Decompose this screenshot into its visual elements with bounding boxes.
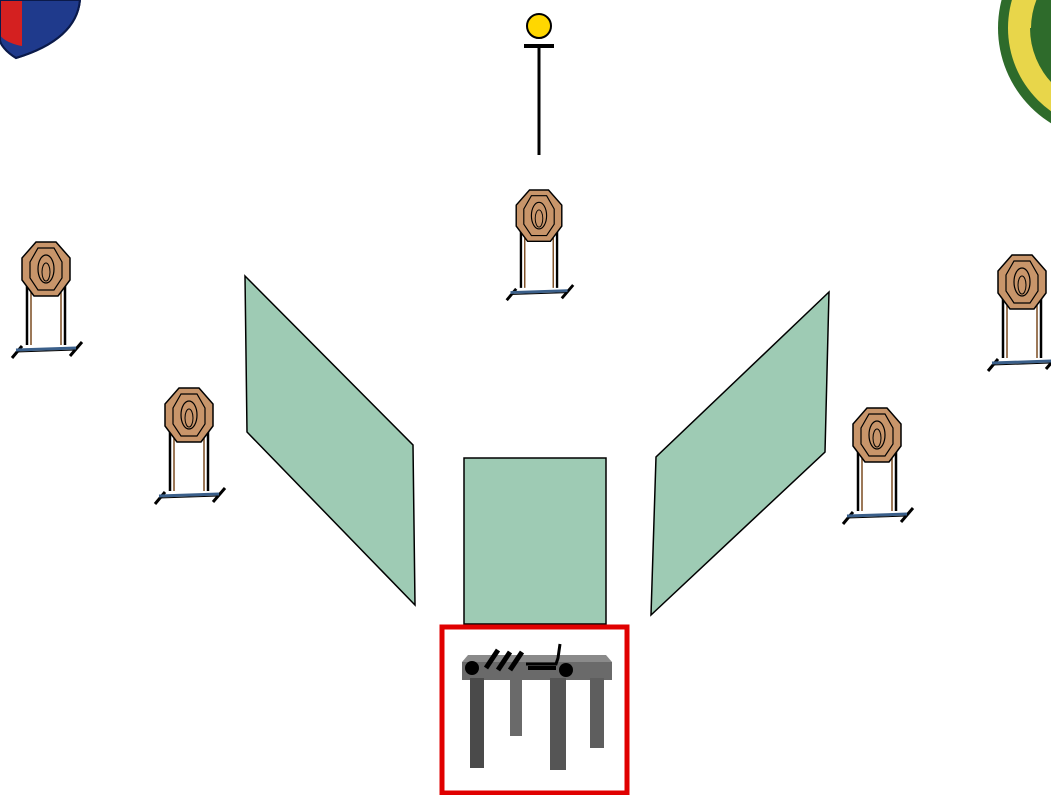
wall-center [463,457,607,625]
steel-popper [524,13,554,155]
start-table [439,624,630,795]
target-face [164,387,214,443]
federation-seal-logo [998,0,1051,124]
target-face [997,254,1047,310]
shield-logo [0,0,82,60]
target-right [841,407,915,525]
target-left [153,387,227,505]
target-face [21,241,71,297]
popper-head [526,13,552,39]
target-face [852,407,902,463]
target-center [505,189,575,302]
wall-right [650,290,830,617]
target-far-left [10,241,84,359]
wall-left [244,274,416,607]
target-far-right [986,254,1051,372]
target-face [515,189,563,243]
